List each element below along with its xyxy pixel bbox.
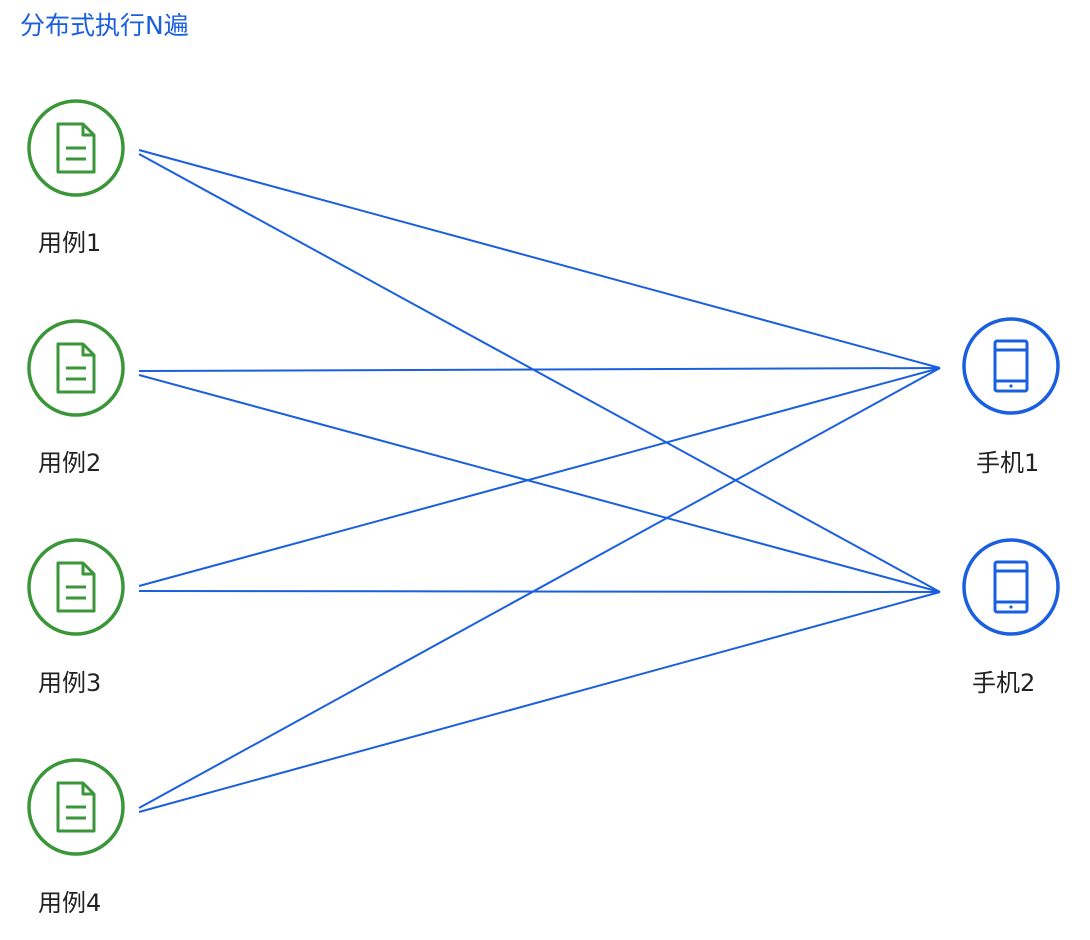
- edge-case2-phone2: [138, 374, 941, 593]
- edge-case4-phone2: [138, 591, 941, 813]
- edge-case1-phone1: [138, 149, 941, 369]
- case-node-4: 用例4: [27, 758, 125, 917]
- edge-case1-phone2: [138, 153, 941, 593]
- case-label: 用例1: [38, 229, 101, 257]
- case-label: 用例2: [38, 449, 101, 477]
- diagram-title: 分布式执行N遍: [20, 11, 189, 40]
- phone-node-1: 手机1: [962, 317, 1060, 477]
- case-node-2: 用例2: [27, 319, 125, 477]
- document-icon: [56, 561, 96, 613]
- phone-node-2: 手机2: [962, 538, 1060, 697]
- edge-case4-phone1: [138, 367, 941, 809]
- phone-node-circle: [962, 317, 1060, 415]
- edge-case2-phone1: [138, 367, 941, 372]
- document-icon: [56, 342, 96, 394]
- phone-icon: [993, 560, 1029, 614]
- phone-label: 手机2: [972, 669, 1035, 697]
- case-label: 用例4: [38, 889, 101, 917]
- case-label: 用例3: [38, 669, 101, 697]
- case-node-1: 用例1: [27, 99, 125, 257]
- document-icon: [56, 781, 96, 833]
- phone-node-circle: [962, 538, 1060, 636]
- phone-label: 手机1: [976, 449, 1039, 477]
- edge-case3-phone2: [138, 590, 941, 593]
- case-node-3: 用例3: [27, 538, 125, 697]
- connections: [138, 149, 941, 813]
- document-icon: [56, 122, 96, 174]
- edge-case3-phone1: [138, 367, 941, 587]
- phone-icon: [993, 339, 1029, 393]
